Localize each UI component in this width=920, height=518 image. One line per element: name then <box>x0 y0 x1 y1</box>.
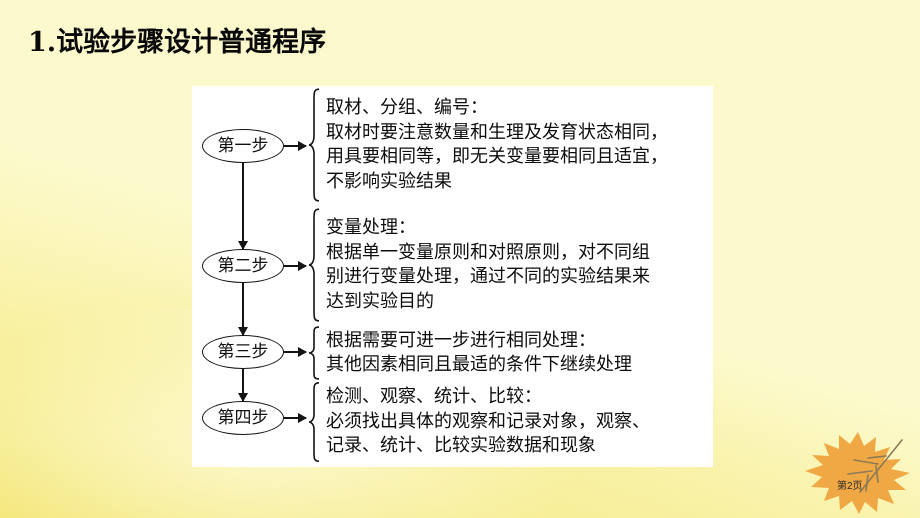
page-number-label: 第2页 <box>837 481 863 492</box>
connector-arrow-down-3 <box>237 369 248 402</box>
curly-brace-icon <box>308 208 321 322</box>
description-line: 其他因素相同且最适的条件下继续处理 <box>326 354 632 375</box>
description-block-2: 变量处理： 根据单一变量原则和对照原则，对不同组 别进行变量处理，通过不同的实验… <box>308 208 650 322</box>
page-title: 1.试验步骤设计普通程序 <box>28 27 327 58</box>
flow-node-step-3: 第三步 <box>202 335 284 369</box>
flow-node-step-2-label: 第二步 <box>217 255 269 276</box>
description-line: 取材、分组、编号： <box>326 97 488 118</box>
description-block-3: 根据需要可进一步进行相同处理： 其他因素相同且最适的条件下继续处理 <box>308 326 632 380</box>
connector-arrow-right-3 <box>284 346 307 357</box>
connector-arrow-right-2 <box>284 260 307 271</box>
flow-node-step-1: 第一步 <box>202 129 284 163</box>
description-line: 必须找出具体的观察和记录对象，观察、 <box>326 410 650 432</box>
connector-arrow-right-4 <box>284 412 307 423</box>
flowchart: 第一步 第二步 第三步 第四步 <box>192 86 713 467</box>
description-block-2-lines: 变量处理： 根据单一变量原则和对照原则，对不同组 别进行变量处理，通过不同的实验… <box>321 208 650 322</box>
flow-node-step-4-label: 第四步 <box>217 407 269 428</box>
description-line: 变量处理： <box>326 217 416 238</box>
curly-brace-icon <box>308 326 321 380</box>
description-line: 记录、统计、比较实验数据和现象 <box>326 435 596 457</box>
maple-leaf-icon <box>805 432 910 514</box>
description-line: 达到实验目的 <box>326 290 434 312</box>
description-line: 根据单一变量原则和对照原则，对不同组 <box>326 241 650 263</box>
flow-node-step-2: 第二步 <box>202 249 284 283</box>
description-block-1-lines: 取材、分组、编号： 取材时要注意数量和生理及发育状态相同， 用具要相同等，即无关… <box>321 88 668 202</box>
description-line: 取材时要注意数量和生理及发育状态相同， <box>326 121 668 143</box>
description-line: 根据需要可进一步进行相同处理： <box>326 329 596 351</box>
curly-brace-icon <box>308 88 321 202</box>
description-block-4: 检测、观察、统计、比较： 必须找出具体的观察和记录对象，观察、 记录、统计、比较… <box>308 382 650 462</box>
diagram-panel: 第一步 第二步 第三步 第四步 <box>192 86 713 467</box>
flow-node-step-1-label: 第一步 <box>217 135 269 156</box>
description-block-1: 取材、分组、编号： 取材时要注意数量和生理及发育状态相同， 用具要相同等，即无关… <box>308 88 668 202</box>
connector-arrow-down-2 <box>237 283 248 336</box>
connector-arrow-right-1 <box>284 140 307 151</box>
description-block-4-lines: 检测、观察、统计、比较： 必须找出具体的观察和记录对象，观察、 记录、统计、比较… <box>321 382 650 462</box>
page-number-badge: 第2页 <box>802 430 914 516</box>
connector-arrow-down-1 <box>237 163 248 250</box>
flow-node-step-4: 第四步 <box>202 401 284 435</box>
flow-node-step-3-label: 第三步 <box>217 341 269 362</box>
description-line: 不影响实验结果 <box>326 170 452 192</box>
description-line: 检测、观察、统计、比较： <box>326 386 542 408</box>
description-block-3-lines: 根据需要可进一步进行相同处理： 其他因素相同且最适的条件下继续处理 <box>321 326 632 380</box>
description-line: 用具要相同等，即无关变量要相同且适宜， <box>326 146 668 167</box>
description-line: 别进行变量处理，通过不同的实验结果来 <box>326 266 650 287</box>
curly-brace-icon <box>308 382 321 462</box>
